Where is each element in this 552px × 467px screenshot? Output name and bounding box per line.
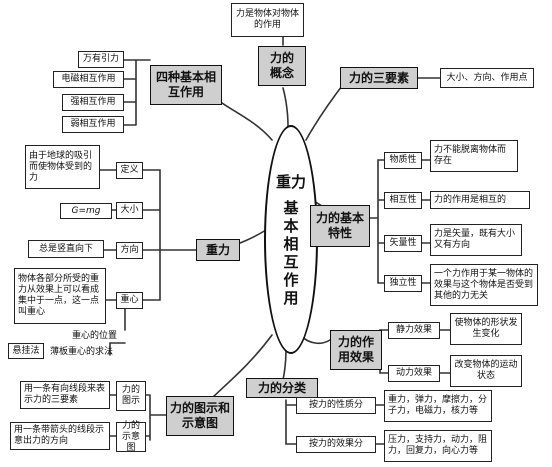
classify-nature-desc: 重力，弹力，摩擦力，分子力，电磁力，核力等 (384, 390, 492, 422)
force-item-weak: 弱相互作用 (62, 116, 124, 133)
three-elements-topic: 力的三要素 (340, 67, 418, 89)
properties-topic: 力的基本特性 (310, 205, 370, 247)
classify-effect-label: 按力的效果分 (296, 436, 376, 453)
diagram-illustration-label: 力的图示 (116, 381, 146, 411)
effect-dynamic-label: 动力效果 (388, 365, 440, 382)
property-material-desc: 力不能脱离物体而存在 (430, 140, 518, 172)
gravity-center-position: 重心的位置 (72, 331, 118, 341)
effect-static-label: 静力效果 (388, 322, 440, 339)
concept-topic: 力的概念 (258, 46, 306, 86)
diagram-sketch-desc: 用一条带箭头的线段示意出力的方向 (10, 422, 110, 450)
classify-effect-desc: 压力，支持力，动力，阻力，回复力，向心力等 (384, 430, 492, 462)
gravity-center-label: 重心 (116, 292, 143, 309)
diagram-illustration-desc: 用一条有向线段来表示力的三要素 (20, 381, 110, 409)
gravity-direction-label: 方向 (116, 242, 143, 259)
gravity-direction-text: 总是竖直向下 (28, 240, 104, 258)
classify-nature-label: 按力的性质分 (296, 397, 376, 414)
three-elements-content: 大小、方向、作用点 (440, 68, 534, 88)
center-topic: 重力 基本相互作用 (264, 125, 318, 354)
gravity-definition-label: 定义 (116, 162, 143, 179)
gravity-size-label: 大小 (116, 202, 143, 219)
gravity-center-text: 物体各部分所受的重力从效果上可以看成集中于一点，这一点叫重心 (14, 268, 106, 324)
property-independent-desc: 一个力作用于某一物体的效果与这个物体是否受到其他的力无关 (430, 264, 538, 306)
property-independent-label: 独立性 (384, 275, 422, 292)
gravity-topic: 重力 (196, 239, 240, 261)
classification-topic: 力的分类 (246, 378, 318, 398)
effect-dynamic-desc: 改变物体的运动状态 (450, 355, 522, 387)
gravity-definition-text: 由于地球的吸引而使物体受到的力 (25, 145, 100, 189)
property-vector-desc: 力是矢量，既有大小又有方向 (430, 224, 522, 256)
property-material-label: 物质性 (384, 152, 422, 169)
center-subtitle: 基本相互作用 (283, 198, 299, 307)
four-forces-topic: 四种基本相互作用 (150, 65, 222, 105)
property-vector-label: 矢量性 (384, 235, 422, 252)
force-item-gravitation: 万有引力 (78, 51, 124, 68)
diagram-topic: 力的图示和示意图 (166, 396, 234, 436)
effects-topic: 力的作用效果 (330, 330, 382, 370)
concept-definition: 力是物体对物体的作用 (231, 3, 304, 37)
effect-static-desc: 使物体的形状发生变化 (450, 313, 522, 345)
gravity-method-text: 薄板重心的求法 (50, 347, 114, 357)
gravity-method-label: 悬挂法 (8, 343, 44, 359)
force-item-strong: 强相互作用 (62, 94, 124, 111)
center-title: 重力 (275, 172, 306, 191)
diagram-sketch-label: 力的示意图 (116, 421, 146, 453)
gravity-formula: G=mg (60, 203, 112, 219)
property-mutual-desc: 力的作用是相互的 (430, 191, 530, 209)
force-item-electromagnetic: 电磁相互作用 (53, 71, 124, 88)
property-mutual-label: 相互性 (384, 192, 422, 209)
